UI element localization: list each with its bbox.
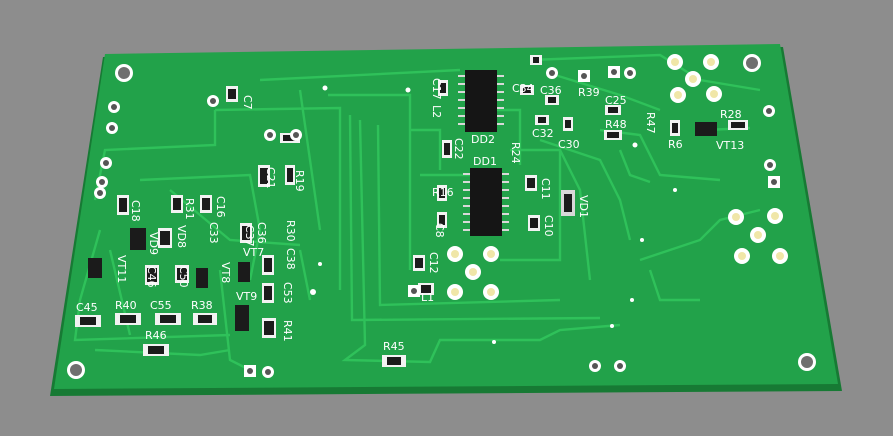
label-vd9: VD9 <box>147 232 160 255</box>
label-vd8: VD8 <box>175 225 188 248</box>
label-c36: C36 <box>540 84 562 97</box>
label-r31: R31 <box>183 198 196 220</box>
label-vt9: VT9 <box>236 290 257 303</box>
label-c30: C30 <box>558 138 580 151</box>
label-l1: L1 <box>421 291 434 304</box>
label-r47: R47 <box>644 112 657 134</box>
label-c8: C8 <box>433 223 446 238</box>
label-c46: C46 <box>145 266 158 288</box>
label-c10: C10 <box>542 215 555 237</box>
label-vt8: VT8 <box>219 262 232 283</box>
ic-dd1 <box>463 168 509 236</box>
label-c37: C37 <box>243 225 256 247</box>
label-vt11: VT11 <box>115 255 128 283</box>
label-r38: R38 <box>191 299 213 312</box>
label-c12: C12 <box>427 252 440 274</box>
label-c45: C45 <box>76 301 98 314</box>
label-r45: R45 <box>383 340 405 353</box>
ic-dd2 <box>458 70 504 132</box>
smd-components <box>75 55 748 367</box>
label-r40: R40 <box>115 299 137 312</box>
label-vt7: VT7 <box>243 246 264 259</box>
label-r30: R30 <box>284 220 297 242</box>
label-c53: C53 <box>281 282 294 304</box>
label-r16: R16 <box>432 186 454 199</box>
label-dd2: DD2 <box>471 133 495 146</box>
label-c36b: C36 <box>255 222 268 244</box>
label-r28: R28 <box>720 108 742 121</box>
label-r24: R24 <box>509 142 522 164</box>
label-vd1: VD1 <box>577 195 590 218</box>
label-c50: C50 <box>177 266 190 288</box>
label-r19: R19 <box>293 170 306 192</box>
label-c21: C21 <box>264 167 277 189</box>
label-vt13: VT13 <box>716 139 744 152</box>
copper-traces <box>73 53 761 372</box>
label-l2: L2 <box>430 105 443 118</box>
label-c17: C17 <box>430 78 443 100</box>
label-c22: C22 <box>452 138 465 160</box>
label-r46: R46 <box>145 329 167 342</box>
gold-pads <box>447 54 788 300</box>
label-c11: C11 <box>539 178 552 200</box>
label-c33: C33 <box>207 222 220 244</box>
label-dd1: DD1 <box>473 155 497 168</box>
label-c34: C34 <box>512 82 534 95</box>
mounting-holes <box>67 54 816 379</box>
label-c32: C32 <box>532 127 554 140</box>
label-c16: C16 <box>214 196 227 218</box>
label-c38: C38 <box>284 248 297 270</box>
vias <box>310 85 677 344</box>
label-c25: C25 <box>605 94 627 107</box>
label-c7: C7 <box>241 95 254 110</box>
label-c18: C18 <box>129 200 142 222</box>
label-r41: R41 <box>281 320 294 342</box>
silkscreen-labels: C7 C17 L2 C34 C36 R39 C25 R28 DD2 C32 C3… <box>76 78 744 353</box>
label-r39: R39 <box>578 86 600 99</box>
through-hole-pads <box>94 66 780 378</box>
label-r48: R48 <box>605 118 627 131</box>
label-r6: R6 <box>668 138 683 151</box>
label-c55: C55 <box>150 299 172 312</box>
